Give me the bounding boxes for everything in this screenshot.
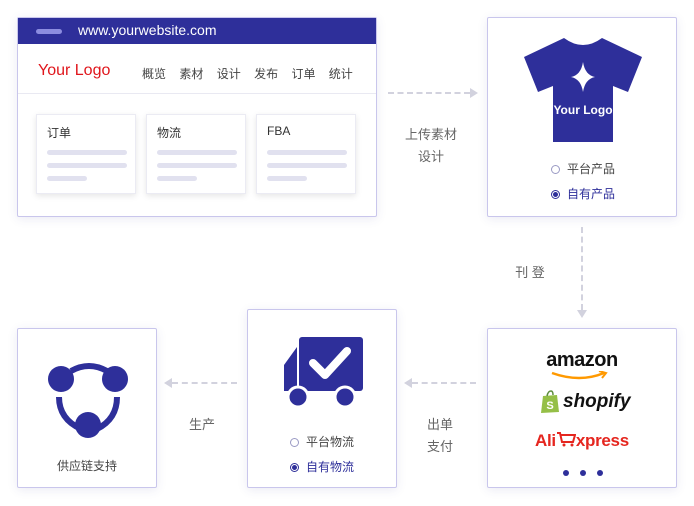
nav-item-design[interactable]: 设计 <box>216 67 241 81</box>
shopify-logo: S shopify <box>540 390 631 414</box>
placeholder-line <box>267 163 347 168</box>
arrow-left-icon <box>164 378 172 388</box>
panel-orders[interactable]: 订单 <box>36 114 136 194</box>
supply-chain-label: 供应链支持 <box>56 459 117 473</box>
product-design-card: Your Logo 平台产品 自有产品 <box>487 17 677 217</box>
nav-item-stats[interactable]: 统计 <box>328 67 353 81</box>
production-label: 生产 <box>188 417 215 432</box>
placeholder-line <box>267 150 347 155</box>
nav-divider <box>18 93 376 94</box>
supply-chain-card: 供应链支持 <box>17 328 157 488</box>
tshirt-icon: Your Logo <box>524 38 642 142</box>
site-nav: 概览 素材 设计 发布 订单 统计 <box>142 65 363 82</box>
placeholder-line <box>157 163 237 168</box>
more-dot-icon <box>597 470 603 476</box>
panel-fba[interactable]: FBA <box>256 114 356 194</box>
marketplaces-card: amazon S shopify Ali xpress <box>487 328 677 488</box>
arrow-down-icon <box>577 310 587 318</box>
amazon-logo: amazon <box>546 349 618 371</box>
placeholder-line <box>47 150 127 155</box>
panel-title: FBA <box>267 124 291 138</box>
publish-label: 刊 登 <box>515 265 545 280</box>
panel-title: 订单 <box>47 126 72 140</box>
site-logo: Your Logo <box>38 62 111 79</box>
arrow-left-icon <box>404 378 412 388</box>
arrow-line <box>172 382 237 384</box>
radio-selected-icon[interactable] <box>290 463 299 472</box>
nav-item-assets[interactable]: 素材 <box>179 67 204 81</box>
arrow-line <box>581 227 583 310</box>
nav-item-overview[interactable]: 概览 <box>142 67 167 81</box>
panel-logistics[interactable]: 物流 <box>146 114 246 194</box>
more-dot-icon <box>563 470 569 476</box>
website-url: www.yourwebsite.com <box>78 22 217 38</box>
nav-item-publish[interactable]: 发布 <box>254 67 279 81</box>
website-mockup-card: www.yourwebsite.com Your Logo 概览 素材 设计 发… <box>17 17 377 217</box>
panel-title: 物流 <box>157 126 182 140</box>
cart-icon <box>556 432 577 447</box>
nav-item-orders[interactable]: 订单 <box>291 67 316 81</box>
supply-network-icon <box>48 363 128 438</box>
delivery-truck-icon <box>284 337 363 409</box>
arrow-line <box>412 382 476 384</box>
shopify-bag-icon: S <box>541 390 559 413</box>
radio-selected-icon[interactable] <box>551 190 560 199</box>
option-own-logistics[interactable]: 自有物流 <box>290 458 354 475</box>
arrow-line <box>388 92 470 94</box>
arrow-right-icon <box>470 88 478 98</box>
placeholder-line <box>267 176 307 181</box>
option-platform-logistics[interactable]: 平台物流 <box>290 433 354 450</box>
option-own-product[interactable]: 自有产品 <box>551 185 615 202</box>
upload-design-label: 上传素材 设计 <box>404 127 457 164</box>
radio-icon[interactable] <box>290 438 299 447</box>
svg-text:S: S <box>546 400 553 412</box>
placeholder-line <box>47 176 87 181</box>
browser-address-bar: www.yourwebsite.com <box>18 18 376 44</box>
logistics-card: 平台物流 自有物流 <box>247 309 397 488</box>
amazon-smile-icon <box>551 371 608 380</box>
shopify-wordmark: shopify <box>563 391 631 412</box>
placeholder-line <box>157 150 237 155</box>
radio-icon[interactable] <box>551 165 560 174</box>
order-payment-label: 出单 支付 <box>426 417 453 454</box>
placeholder-line <box>47 163 127 168</box>
placeholder-line <box>157 176 197 181</box>
option-platform-product[interactable]: 平台产品 <box>551 160 615 177</box>
aliexpress-logo: Ali xpress <box>535 431 629 450</box>
more-dot-icon <box>580 470 586 476</box>
browser-menu-pill-icon <box>36 29 62 34</box>
tshirt-logo-text: Your Logo <box>553 103 612 117</box>
